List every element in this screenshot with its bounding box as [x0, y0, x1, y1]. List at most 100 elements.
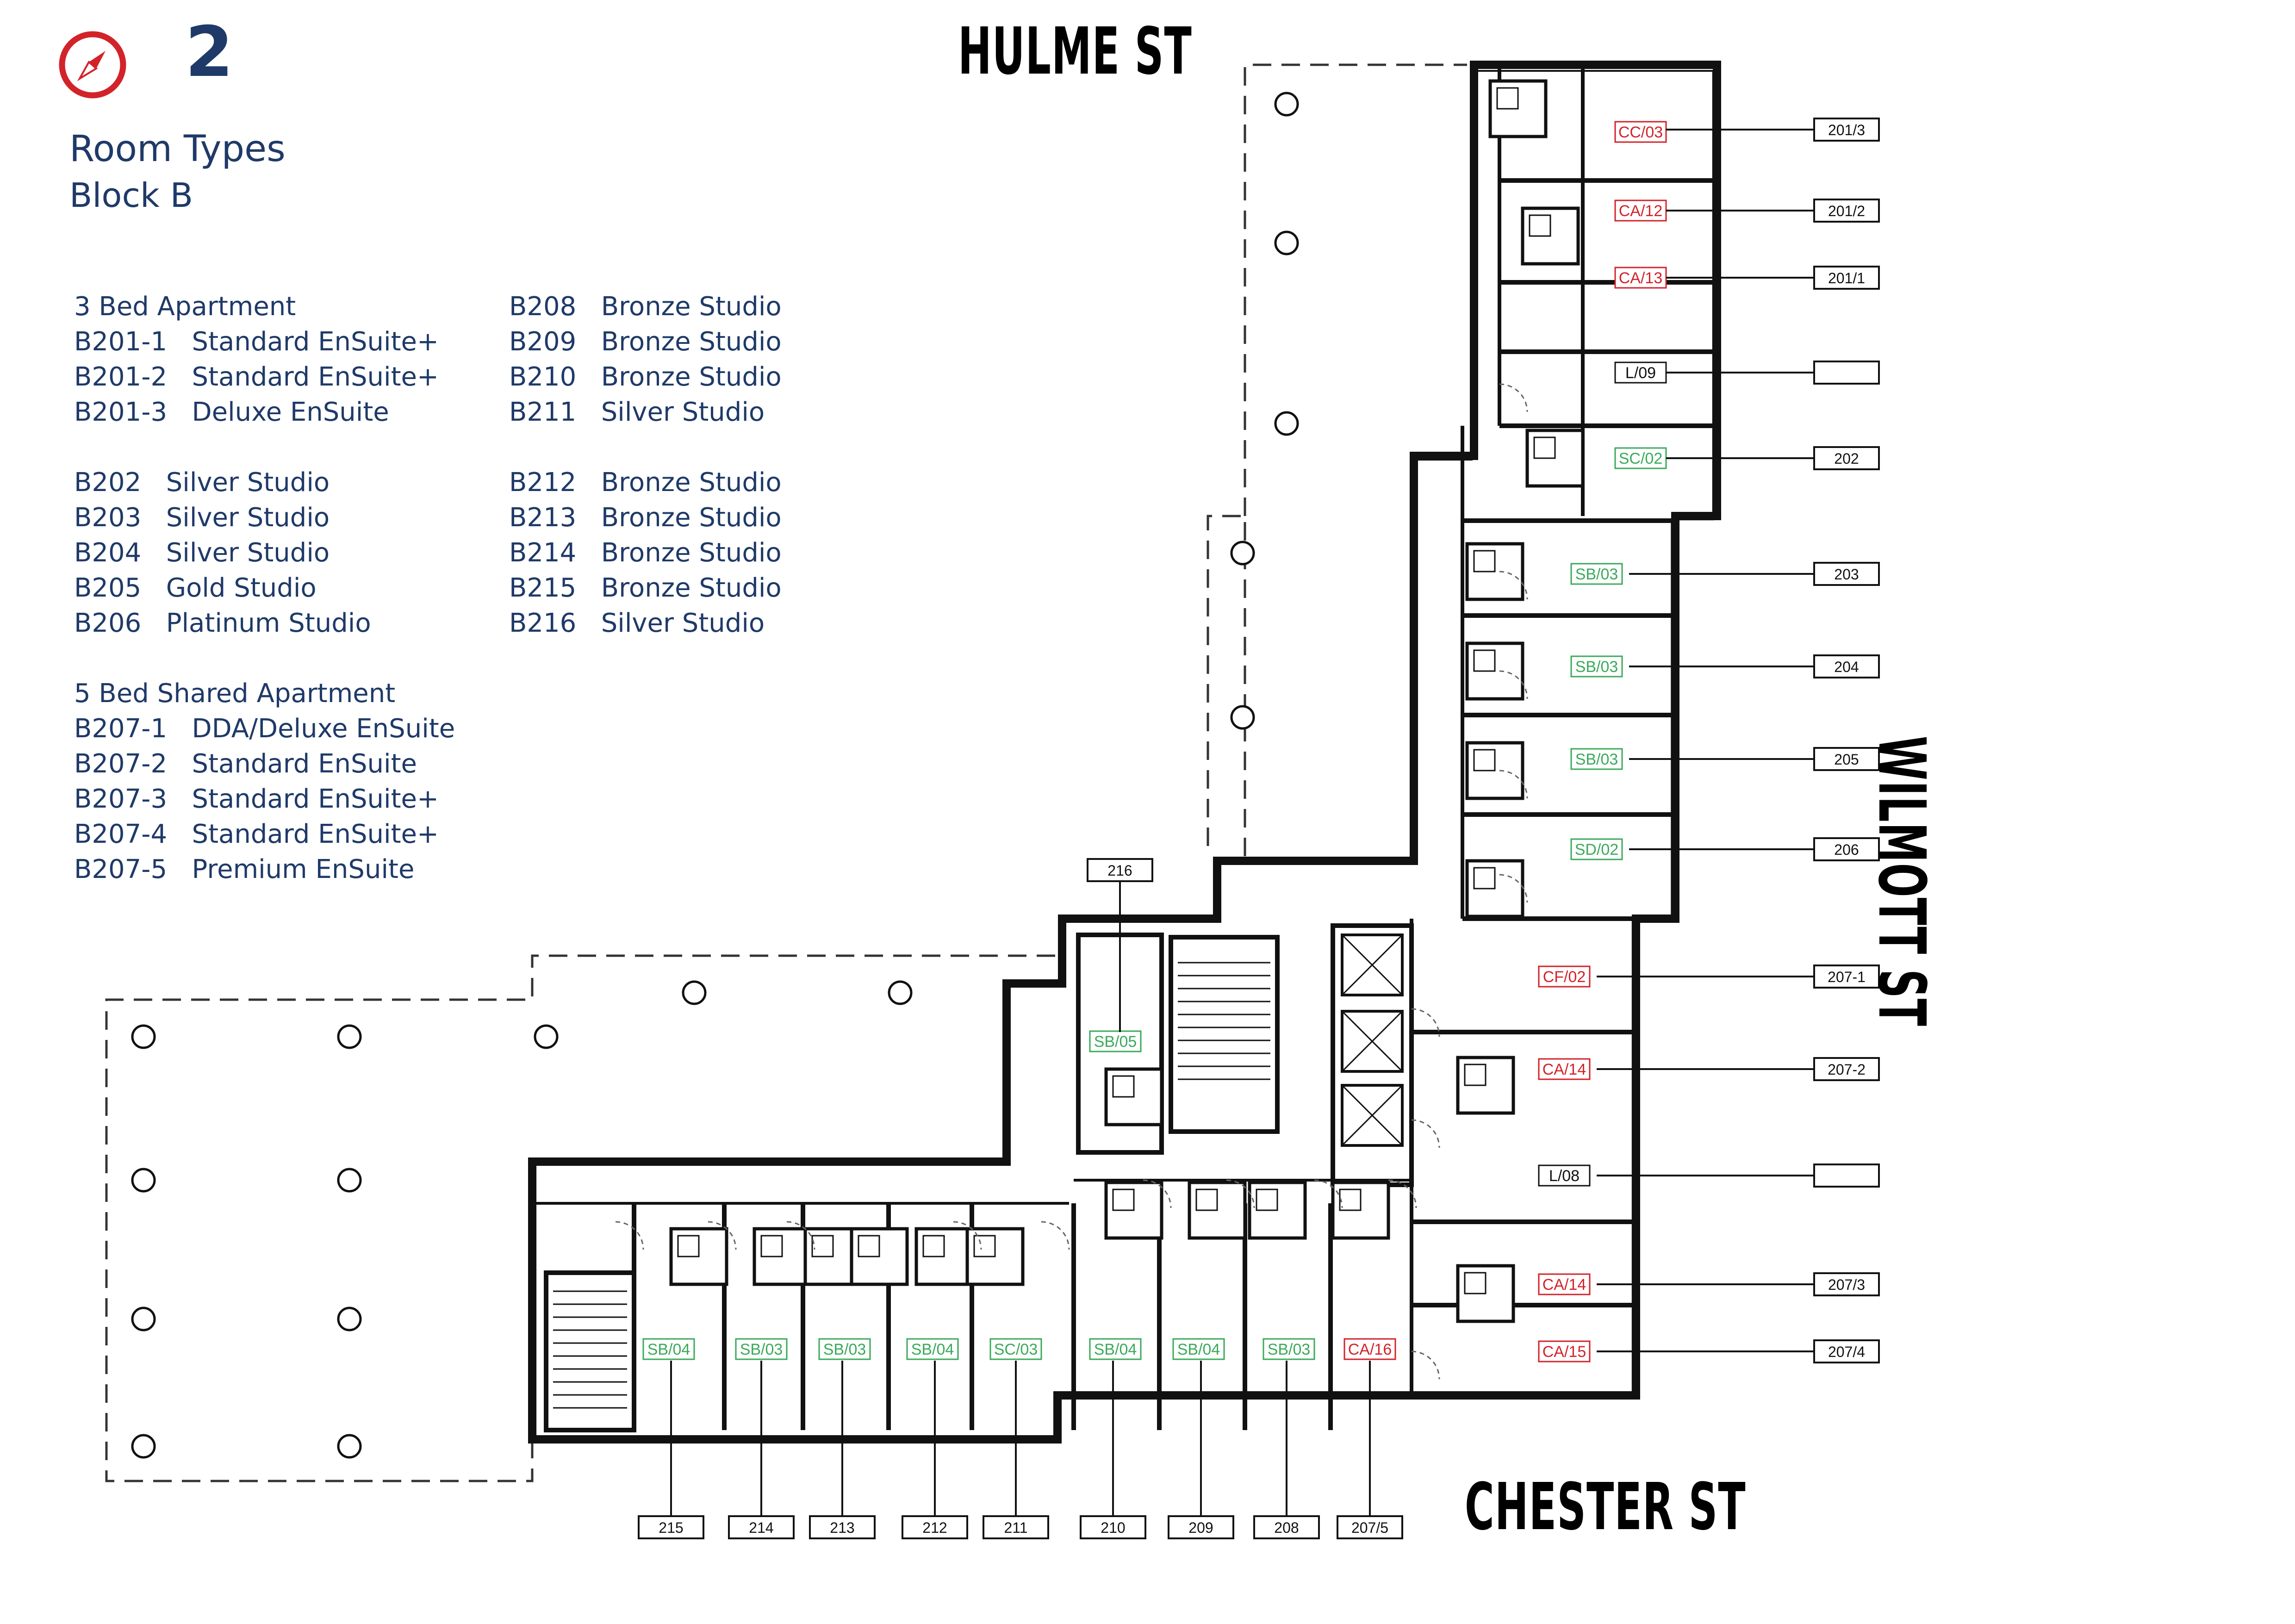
room-callout: 215	[659, 1519, 683, 1536]
page-subtitle: Block B	[69, 176, 193, 215]
room-tag-box	[1614, 267, 1667, 289]
legend-room-code: B203	[74, 503, 142, 533]
legend-row: B215 Bronze Studio	[509, 571, 782, 606]
callout-box	[1813, 837, 1880, 861]
structural-column	[1274, 230, 1299, 255]
room-callout: 207-1	[1828, 969, 1866, 985]
room-tag: SB/03	[740, 1341, 783, 1358]
room-callout: 210	[1101, 1519, 1125, 1536]
bathroom-fixture	[1112, 1188, 1135, 1211]
legend-room-type: Bronze Studio	[576, 538, 782, 568]
bathroom-fixture	[1496, 87, 1519, 110]
room-tag-box	[1570, 838, 1623, 860]
legend-room-type: Silver Studio	[141, 503, 330, 533]
legend-room-type: Standard EnSuite+	[167, 362, 439, 392]
legend-room-type: Platinum Studio	[141, 608, 371, 638]
legend-room-type: Standard EnSuite+	[167, 784, 439, 814]
core-block	[1169, 935, 1280, 1134]
room-callout: 214	[749, 1519, 773, 1536]
callout-box	[728, 1515, 795, 1539]
room-callout: 216	[1107, 862, 1132, 879]
room-callout: 212	[922, 1519, 947, 1536]
legend-room-type: Bronze Studio	[576, 467, 782, 498]
callout-box	[1813, 654, 1880, 678]
lift-shaft	[1341, 1084, 1403, 1146]
callout-box	[902, 1515, 968, 1539]
room-tag: CF/02	[1543, 968, 1586, 986]
legend-row: B201-3 Deluxe EnSuite	[74, 395, 455, 430]
room-tag: CA/14	[1542, 1276, 1586, 1294]
room-tag-box	[735, 1338, 788, 1360]
room-tag: CA/12	[1619, 202, 1663, 220]
building-inner-wall	[535, 70, 1714, 1438]
legend-room-code: B214	[509, 538, 577, 568]
legend-room-type: Standard EnSuite+	[167, 819, 439, 849]
room-tag-box	[1538, 1058, 1591, 1080]
room-callout: 213	[830, 1519, 854, 1536]
legend-room-type: DDA/Deluxe EnSuite	[167, 714, 455, 744]
structural-column	[337, 1434, 362, 1459]
legend-room-code: B211	[509, 397, 577, 427]
legend-room-code: B207-5	[74, 854, 168, 884]
room-callout: 211	[1004, 1519, 1027, 1536]
room-tag: SD/02	[1575, 841, 1619, 859]
room-tag: CA/14	[1542, 1061, 1586, 1078]
legend-row: B205 Gold Studio	[74, 571, 455, 606]
bathroom-fixture	[1464, 1064, 1486, 1086]
legend-row: B201-1 Standard EnSuite+	[74, 324, 455, 360]
callout-box	[1813, 446, 1880, 470]
structural-column	[682, 980, 707, 1005]
bathroom-fixture	[811, 1235, 834, 1257]
legend-row: B214 Bronze Studio	[509, 535, 782, 571]
callout-box	[1087, 858, 1153, 882]
bathroom-fixture	[1473, 867, 1496, 890]
bathroom-fixture	[973, 1235, 996, 1257]
door-swing	[615, 1221, 644, 1250]
structural-column	[131, 1434, 156, 1459]
compass-icon	[59, 31, 126, 99]
legend-room-code: B207-2	[74, 749, 168, 779]
room-tag-box	[1538, 1273, 1591, 1295]
bathroom-fixture	[858, 1235, 880, 1257]
lift-shaft	[1341, 1084, 1404, 1147]
room-callout: 201/1	[1828, 270, 1865, 286]
building-outline	[528, 61, 1721, 1444]
room-tag: CA/13	[1619, 269, 1663, 287]
legend-room-type: Silver Studio	[576, 397, 765, 427]
legend-row: B207-2 Standard EnSuite	[74, 747, 455, 782]
callout-box	[1080, 1515, 1146, 1539]
floor-number: 2	[185, 12, 234, 93]
callout-box	[809, 1515, 876, 1539]
legend-room-code: B216	[509, 608, 577, 638]
street-label-south: CHESTER ST	[1465, 1469, 1746, 1545]
lift-shaft	[1341, 934, 1403, 996]
structural-column	[888, 980, 913, 1005]
legend-room-type: Standard EnSuite	[167, 749, 417, 779]
room-tag-box	[1343, 1338, 1396, 1360]
legend-room-type: Bronze Studio	[576, 362, 782, 392]
bathroom-fixture	[1533, 436, 1556, 459]
bathroom-fixture	[1195, 1188, 1218, 1211]
room-tag: SB/04	[911, 1341, 954, 1358]
legend-room-code: B210	[509, 362, 577, 392]
legend-room-type: Silver Studio	[141, 467, 330, 498]
room-callout: 207/3	[1828, 1276, 1865, 1293]
bathroom-fixture	[1256, 1188, 1278, 1211]
callout-box	[1813, 266, 1880, 290]
bathroom-fixture	[677, 1235, 700, 1257]
room-tag-box	[818, 1338, 871, 1360]
room-tag: SB/03	[1575, 566, 1618, 583]
bathroom-fixture	[922, 1235, 945, 1257]
bathroom-fixture	[1464, 1272, 1486, 1294]
room-callout: 208	[1274, 1519, 1299, 1536]
room-callout: 201/3	[1828, 122, 1865, 138]
legend-room-code: B213	[509, 503, 577, 533]
legend-row: B201-2 Standard EnSuite+	[74, 360, 455, 395]
legend-room-code: B205	[74, 573, 142, 603]
bathroom-fixture	[1529, 214, 1551, 237]
site-boundary	[105, 954, 1055, 1482]
room-tag: CC/03	[1618, 124, 1663, 141]
callout-box	[1813, 199, 1880, 223]
door-swing	[1411, 1119, 1440, 1148]
